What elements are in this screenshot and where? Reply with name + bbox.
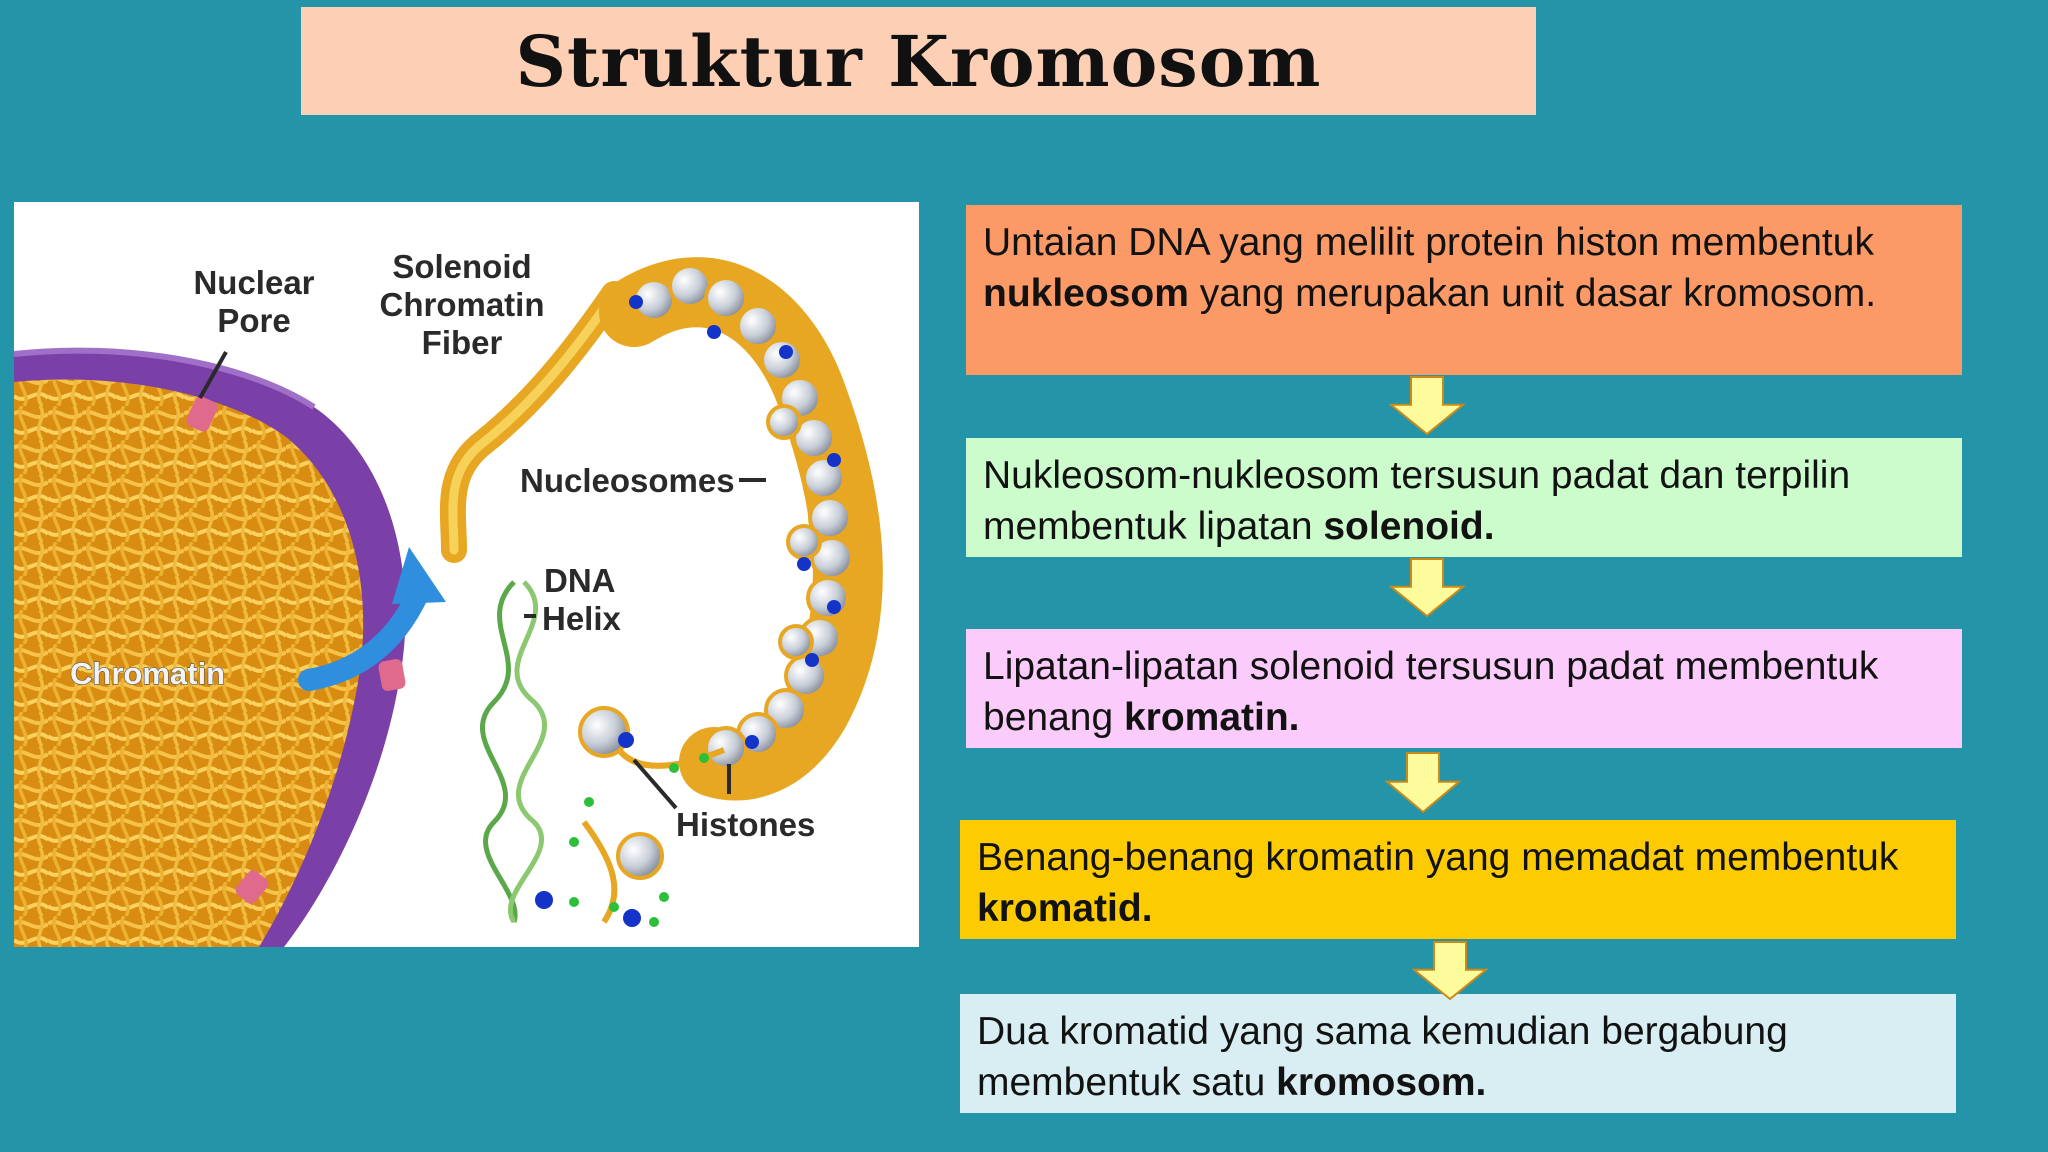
chromosome-structure-figure: Nuclear Pore Solenoid Chromatin Fiber Nu… — [14, 202, 919, 947]
label-histones: Histones — [676, 806, 815, 843]
label-nuclear-pore-line1: Nuclear — [193, 264, 314, 301]
down-arrow-icon — [1389, 558, 1465, 618]
step-text-end: yang merupakan unit dasar kromosom. — [1188, 272, 1877, 315]
step-box-3: Lipatan-lipatan solenoid tersusun padat … — [966, 629, 1962, 748]
step-text: Lipatan-lipatan solenoid tersusun padat … — [983, 645, 1879, 739]
label-solenoid-line3: Fiber — [422, 324, 503, 361]
slide-title: Struktur Kromosom — [515, 19, 1322, 103]
step-keyword: kromatin. — [1123, 696, 1300, 739]
arrow-icon — [298, 547, 446, 691]
label-nuclear-pore-line2: Pore — [217, 302, 290, 339]
solenoid-fiber-illustration — [439, 281, 627, 563]
step-text: Benang-benang kromatin yang memadat memb… — [977, 836, 1899, 879]
step-keyword: kromatid. — [977, 887, 1153, 930]
label-solenoid-line1: Solenoid — [392, 248, 531, 285]
label-dna-line2: Helix — [542, 600, 622, 637]
step-keyword: nukleosom — [983, 272, 1189, 315]
nucleus-illustration — [14, 347, 406, 947]
figure-svg: Nuclear Pore Solenoid Chromatin Fiber Nu… — [14, 248, 883, 947]
step-keyword: kromosom. — [1276, 1061, 1487, 1104]
step-text: Nukleosom-nukleosom tersusun padat dan t… — [983, 454, 1851, 548]
down-arrow-icon — [1385, 752, 1461, 814]
label-dna-line1: DNA — [544, 562, 616, 599]
step-text: Dua kromatid yang sama kemudian bergabun… — [977, 1010, 1788, 1104]
label-chromatin: Chromatin — [70, 656, 225, 691]
label-pointer-lines — [198, 351, 766, 810]
step-keyword: solenoid. — [1323, 505, 1495, 548]
label-nucleosomes: Nucleosomes — [520, 462, 735, 499]
down-arrow-icon — [1412, 941, 1488, 1001]
nucleosome-coil-illustration — [599, 257, 883, 801]
step-box-4: Benang-benang kromatin yang memadat memb… — [960, 820, 1956, 939]
dna-helix-illustration — [479, 580, 726, 927]
down-arrow-icon — [1389, 376, 1465, 436]
step-box-5: Dua kromatid yang sama kemudian bergabun… — [960, 994, 1956, 1113]
step-box-1: Untaian DNA yang melilit protein histon … — [966, 205, 1962, 375]
step-text: Untaian DNA yang melilit protein histon … — [983, 221, 1874, 264]
step-box-2: Nukleosom-nukleosom tersusun padat dan t… — [966, 438, 1962, 557]
label-solenoid-line2: Chromatin — [380, 286, 545, 323]
nuclear-pore-icon — [186, 396, 406, 904]
title-banner: Struktur Kromosom — [301, 7, 1536, 115]
